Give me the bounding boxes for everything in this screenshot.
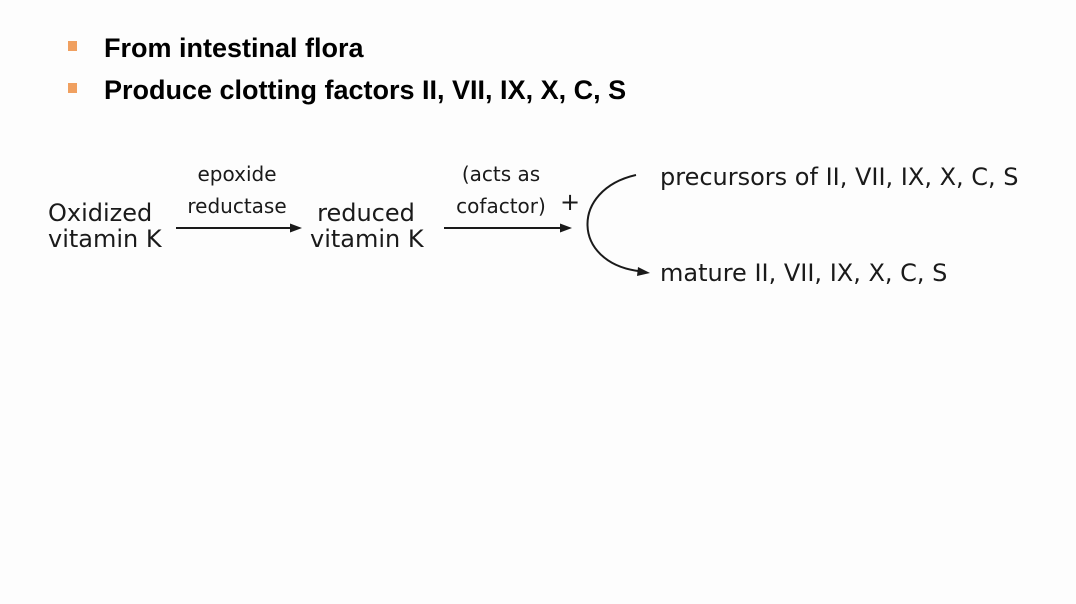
bullet-text: From intestinal flora [104,33,364,63]
enzyme-line2: reductase [187,194,287,218]
cofactor-label: (acts as cofactor) [446,158,556,222]
cofactor-line1: (acts as [461,162,541,186]
bullet-square-icon [68,41,77,51]
plus-sign: + [560,188,581,216]
reduced-vitamin-k-label: reduced vitamin K [310,199,424,253]
cofactor-line2: cofactor) [456,194,546,218]
mature-factors-label: mature II, VII, IX, X, C, S [660,259,948,287]
precursors-label: precursors of II, VII, IX, X, C, S [660,163,1019,191]
bullet-square-icon [68,83,77,93]
reduction-arrow [176,223,302,233]
substrate-line2: vitamin K [48,225,162,253]
enzyme-label: epoxide reductase [178,158,296,222]
product-line2: vitamin K [310,225,424,253]
enzyme-line1: epoxide [197,162,277,186]
cofactor-arrow [444,223,572,233]
carboxylation-curved-arrow [586,174,650,276]
oxidized-vitamin-k-label: Oxidized vitamin K [48,200,162,252]
bullet-text: Produce clotting factors II, VII, IX, X,… [104,75,627,105]
substrate-line1: Oxidized [48,199,153,227]
product-line1: reduced [317,199,415,227]
